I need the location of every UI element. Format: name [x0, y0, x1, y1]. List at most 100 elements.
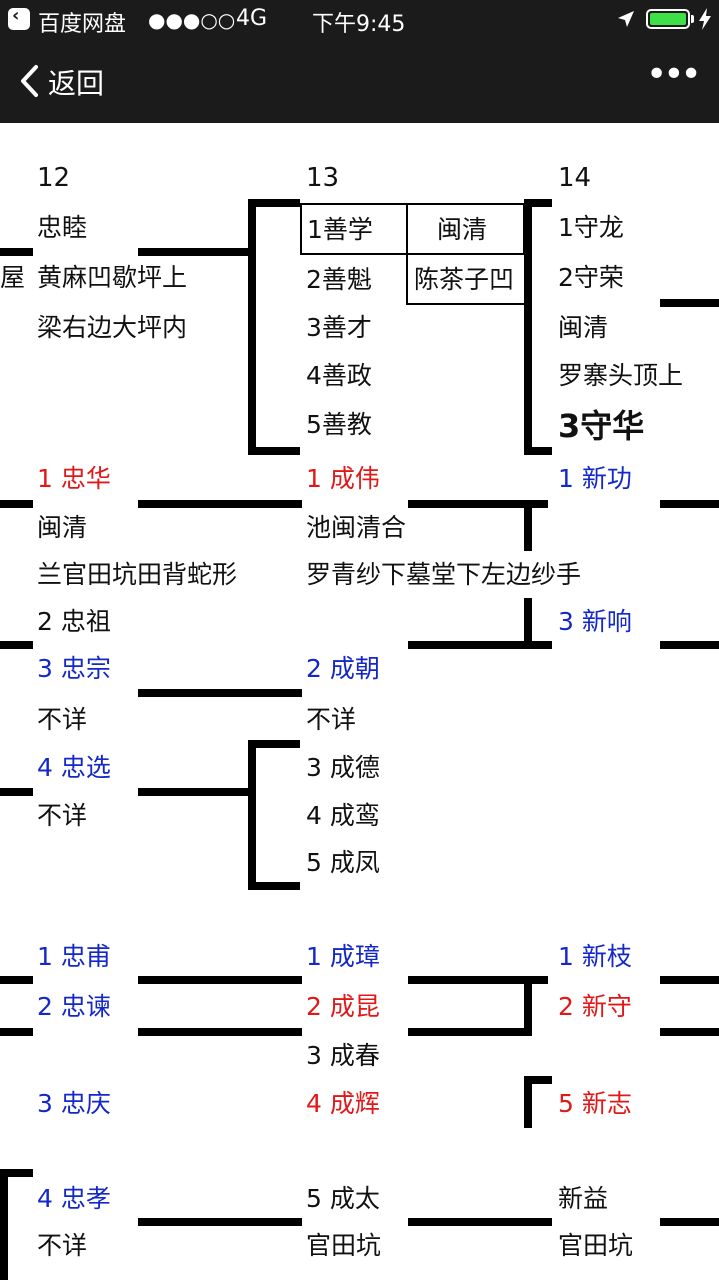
place-shanxue: 闽清: [437, 215, 488, 244]
place-chengchao: 不详: [306, 705, 357, 734]
battery-tip: [691, 15, 694, 23]
back-app-label[interactable]: 百度网盘: [38, 12, 127, 37]
connector-line: [248, 882, 300, 890]
connector-line: [524, 507, 532, 551]
place-chengwei-2: 罗青纱下墓堂下左边纱手: [306, 560, 582, 589]
connector-line: [524, 199, 552, 207]
place-shourong-1: 闽清: [558, 313, 609, 342]
person-xinzhi: 5 新志: [558, 1089, 632, 1118]
connector-line: [248, 447, 300, 455]
place-chengtai: 官田坑: [306, 1231, 382, 1260]
person-zhongzu: 2 忠祖: [37, 607, 111, 636]
connector-line: [408, 1028, 532, 1036]
connector-line: [248, 199, 300, 207]
location-arrow-icon: [618, 11, 634, 27]
family-tree-chart: 12 13 14 忠睦 屋 黄麻凹歇坪上 梁右边大坪内 1 忠华 闽清 兰官田坑…: [0, 123, 719, 1280]
person-chengde: 3 成德: [306, 753, 380, 782]
person-xinyi: 新益: [558, 1184, 609, 1213]
person-chengwei: 1 成伟: [306, 464, 380, 493]
status-time: 下午9:45: [312, 12, 406, 37]
person-shouhua: 3守华: [558, 407, 645, 445]
connector-line: [524, 1076, 552, 1084]
connector-line: [0, 976, 33, 984]
person-zhongfu: 1 忠甫: [37, 942, 111, 971]
connector-line: [138, 976, 302, 984]
person-zhongmu: 忠睦: [37, 213, 88, 242]
back-button[interactable]: 返回: [16, 58, 126, 104]
back-app-icon[interactable]: [8, 8, 30, 30]
person-zhongzong: 3 忠宗: [37, 654, 111, 683]
person-zhongxuan: 4 忠选: [37, 753, 111, 782]
person-xinzhi-branch: 1 新枝: [558, 942, 632, 971]
burial-place-zhongmu-1: 黄麻凹歇坪上: [37, 263, 188, 292]
connector-line: [524, 447, 552, 455]
place-chengwei-1: 池闽清合: [306, 513, 407, 542]
place-xinyi: 官田坑: [558, 1231, 634, 1260]
connector-line: [0, 500, 33, 508]
place-cut-left: 屋: [0, 263, 26, 292]
signal-strength: ●●●○○: [148, 8, 236, 32]
cell-shanxue-place: 闽清: [406, 203, 525, 255]
connector-line: [248, 740, 256, 890]
connector-line: [138, 248, 256, 256]
person-chengkun: 2 成昆: [306, 992, 380, 1021]
person-zhonghua: 1 忠华: [37, 464, 111, 493]
person-shanxue: 1善学: [307, 215, 373, 244]
place-zhongzong: 不详: [37, 705, 88, 734]
connector-line: [660, 641, 719, 649]
more-options-icon[interactable]: •••: [646, 54, 702, 95]
connector-line: [0, 1169, 8, 1280]
connector-line: [524, 199, 532, 455]
connector-line: [408, 641, 552, 649]
place-zhongxiao: 不详: [37, 1231, 88, 1260]
connector-line: [524, 976, 532, 1036]
person-shanjiao: 5善教: [306, 410, 372, 439]
connector-line: [138, 689, 302, 697]
back-chevron-icon: [21, 65, 38, 97]
generation-number-14: 14: [558, 163, 592, 193]
place-shourong-2: 罗寨头顶上: [558, 361, 684, 390]
cell-shankui-place: 陈茶子凹: [406, 253, 532, 305]
connector-line: [524, 598, 532, 646]
generation-number-12: 12: [37, 163, 71, 193]
place-zhongxuan: 不详: [37, 801, 88, 830]
person-chengtai: 5 成太: [306, 1184, 380, 1213]
status-bar: ‹ 百度网盘 ●●●○○ 4G 下午9:45: [0, 0, 719, 40]
generation-number-13: 13: [306, 163, 340, 193]
connector-line: [138, 500, 302, 508]
place-zhonghua-2: 兰官田坑田背蛇形: [37, 560, 238, 589]
person-zhongjian: 2 忠谏: [37, 992, 111, 1021]
person-chenghui: 4 成辉: [306, 1089, 380, 1118]
connector-line: [660, 500, 719, 508]
person-xinshou: 2 新守: [558, 992, 632, 1021]
connector-line: [0, 1028, 33, 1036]
connector-line: [0, 1169, 33, 1177]
connector-line: [660, 976, 719, 984]
nav-bar: 返回 •••: [0, 40, 719, 123]
connector-line: [138, 1028, 302, 1036]
cell-shanxue: 1善学: [300, 203, 408, 255]
person-chengchao: 2 成朝: [306, 654, 380, 683]
person-shankui: 2善魁: [306, 265, 372, 294]
connector-line: [660, 299, 719, 307]
place-shankui: 陈茶子凹: [414, 265, 515, 294]
person-shoulong: 1守龙: [558, 213, 624, 242]
person-chengfeng: 5 成凤: [306, 848, 380, 877]
connector-line: [408, 976, 548, 984]
connector-line: [138, 788, 256, 796]
back-label: 返回: [48, 67, 105, 100]
connector-line: [524, 1076, 532, 1128]
connector-line: [248, 740, 300, 748]
connector-line: [138, 1218, 302, 1226]
connector-line: [408, 500, 548, 508]
burial-place-zhongmu-2: 梁右边大坪内: [37, 313, 188, 342]
connector-line: [660, 1218, 719, 1226]
connector-line: [0, 248, 33, 256]
person-zhongqing: 3 忠庆: [37, 1089, 111, 1118]
connector-line: [0, 788, 33, 796]
person-shourong: 2守荣: [558, 263, 624, 292]
person-zhongxiao: 4 忠孝: [37, 1184, 111, 1213]
connector-line: [248, 199, 256, 455]
person-chengchun: 3 成春: [306, 1041, 380, 1070]
connector-line: [0, 641, 33, 649]
